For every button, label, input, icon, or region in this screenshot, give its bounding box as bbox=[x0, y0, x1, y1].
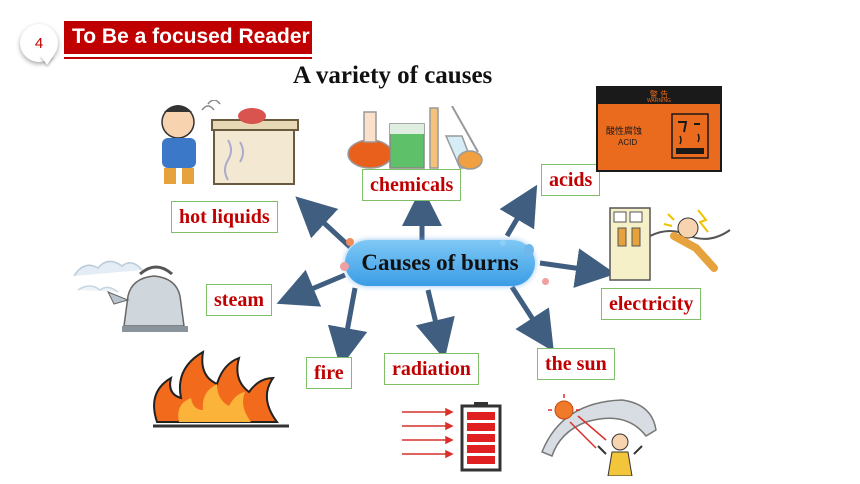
sign-cn-text: 酸性腐蚀 bbox=[606, 127, 643, 137]
arrow-fire bbox=[327, 287, 368, 368]
radiation-illustration bbox=[402, 402, 502, 472]
fire-illustration bbox=[153, 350, 289, 428]
hot-liquids-illustration bbox=[161, 100, 299, 185]
header-title: To Be a focused Reader bbox=[72, 25, 310, 48]
steam-kettle-illustration bbox=[73, 260, 188, 332]
center-node: Causes of burns bbox=[345, 240, 535, 286]
arrow-radiation bbox=[415, 289, 455, 360]
electricity-illustration bbox=[609, 207, 731, 281]
deco-dot bbox=[346, 238, 354, 246]
slide-number-badge: 4 bbox=[20, 24, 58, 62]
deco-dot bbox=[500, 240, 506, 246]
deco-dot bbox=[524, 244, 534, 256]
deco-dot bbox=[542, 278, 549, 285]
sun-illustration bbox=[541, 394, 657, 476]
chemicals-illustration bbox=[347, 106, 483, 170]
label-acids: acids bbox=[541, 164, 601, 196]
arrow-the-sun bbox=[509, 285, 554, 352]
label-chemicals: chemicals bbox=[362, 169, 462, 201]
label-fire: fire bbox=[306, 357, 352, 389]
center-label: Causes of burns bbox=[361, 250, 519, 275]
acid-warning-sign: 警 告 WARNING 酸性腐蚀 ACID bbox=[596, 86, 722, 172]
arrow-steam bbox=[276, 269, 346, 307]
header-underline bbox=[64, 57, 312, 59]
sign-sub-text: WARNING bbox=[647, 98, 671, 104]
sign-en-text: ACID bbox=[618, 138, 638, 147]
label-radiation: radiation bbox=[384, 353, 479, 385]
label-steam: steam bbox=[206, 284, 272, 316]
page-title: A variety of causes bbox=[293, 62, 493, 89]
label-the-sun: the sun bbox=[537, 348, 615, 380]
corrosion-icon bbox=[671, 113, 709, 159]
badge-tail bbox=[40, 55, 54, 65]
label-hot-liquids: hot liquids bbox=[171, 201, 278, 233]
label-electricity: electricity bbox=[601, 288, 702, 320]
arrow-acids bbox=[499, 184, 538, 238]
arrow-hot-liquids bbox=[295, 196, 352, 249]
deco-dot bbox=[340, 262, 349, 271]
sign-top-text: 警 告 bbox=[649, 90, 669, 99]
slide-number: 4 bbox=[34, 34, 44, 52]
header-bar bbox=[64, 21, 312, 54]
arrow-electricity bbox=[539, 248, 616, 288]
